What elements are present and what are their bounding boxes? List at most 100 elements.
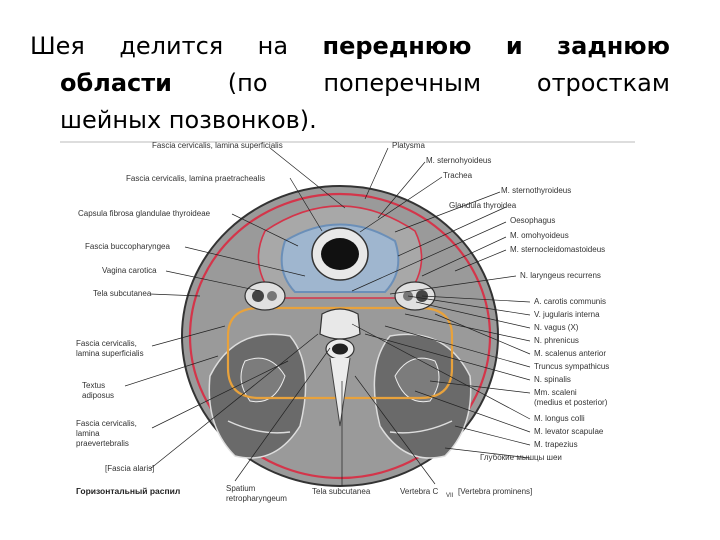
leader-line bbox=[434, 313, 531, 355]
label-right: Glandula thyroidea bbox=[449, 201, 517, 210]
leader-line bbox=[351, 221, 507, 292]
slide-heading: Шея делится на переднюю и заднюю области… bbox=[30, 28, 670, 139]
label-right: N. vagus (X) bbox=[534, 323, 579, 332]
leader-line bbox=[231, 213, 299, 247]
label-left: praevertebralis bbox=[76, 439, 129, 448]
figure-caption: Горизонтальный распил bbox=[76, 486, 180, 496]
heading-word-bold: заднюю bbox=[557, 32, 670, 60]
leader-line bbox=[149, 333, 319, 470]
label-right: Trachea bbox=[443, 171, 473, 180]
label-left: Fascia cervicalis, bbox=[76, 419, 137, 428]
label-bottom: Vertebra C bbox=[400, 487, 438, 496]
heading-word-bold: переднюю bbox=[322, 32, 472, 60]
leader-line bbox=[454, 249, 507, 272]
label-right: M. sternohyoideus bbox=[426, 156, 491, 165]
leader-line bbox=[444, 447, 531, 459]
heading-word-bold: и bbox=[505, 32, 523, 60]
heading-word: отросткам bbox=[536, 69, 670, 97]
leader-line bbox=[397, 206, 507, 257]
heading-word: на bbox=[257, 32, 289, 60]
leader-line bbox=[289, 177, 323, 232]
muscle-contour bbox=[227, 420, 291, 434]
carotid-sheath-left bbox=[244, 281, 286, 311]
label-left: Fascia cervicalis, bbox=[76, 339, 137, 348]
label-right: (medius et posterior) bbox=[534, 398, 608, 407]
superficial-fascia-outline bbox=[188, 192, 492, 480]
leader-line bbox=[151, 360, 289, 429]
leader-line bbox=[269, 147, 346, 209]
leader-line bbox=[165, 270, 261, 292]
heading-line-1: Шея делится на переднюю и заднюю bbox=[30, 28, 670, 65]
muscle-contour bbox=[389, 420, 453, 434]
leader-line bbox=[394, 191, 501, 233]
label-bottom: Tela subcutanea bbox=[312, 487, 371, 496]
leader-line bbox=[364, 147, 389, 200]
heading-word: делится bbox=[119, 32, 224, 60]
label-left: Textus bbox=[82, 381, 105, 390]
label-right: M. longus colli bbox=[534, 414, 585, 423]
neck-cross-section-svg: Fascia cervicalis, lamina superficialis … bbox=[60, 141, 635, 503]
label-right: Truncus sympathicus bbox=[534, 362, 609, 371]
label-right: M. sternocleidomastoideus bbox=[510, 245, 605, 254]
label-left: Fascia cervicalis, lamina superficialis bbox=[152, 141, 283, 150]
jugular-vein-left bbox=[267, 291, 277, 301]
heading-word: Шея bbox=[30, 32, 85, 60]
label-right: V. jugularis interna bbox=[534, 310, 600, 319]
label-left: Vagina carotica bbox=[102, 266, 157, 275]
leader-line bbox=[407, 295, 531, 316]
leader-line bbox=[421, 295, 531, 303]
carotid-sheath-right bbox=[394, 281, 436, 311]
leader-line bbox=[377, 161, 426, 219]
leader-line bbox=[359, 176, 443, 233]
heading-line-3: шейных позвонков). bbox=[60, 106, 317, 134]
leader-line bbox=[384, 325, 531, 368]
label-right: Platysma bbox=[392, 141, 425, 150]
label-right: M. omohyoideus bbox=[510, 231, 569, 240]
leader-line bbox=[149, 293, 201, 297]
label-right: N. phrenicus bbox=[534, 336, 579, 345]
label-left: Tela subcutanea bbox=[93, 289, 152, 298]
label-right: N. laryngeus recurrens bbox=[520, 271, 601, 280]
leader-line bbox=[124, 355, 219, 387]
leader-line bbox=[389, 275, 517, 295]
label-bottom: [Vertebra prominens] bbox=[458, 487, 532, 496]
label-right: N. spinalis bbox=[534, 375, 571, 384]
label-left: Fascia cervicalis, lamina praetrachealis bbox=[126, 174, 265, 183]
leader-line bbox=[184, 246, 306, 277]
label-bottom-subscript: VII bbox=[446, 493, 454, 499]
heading-line-2: области (по поперечным отросткам bbox=[30, 65, 670, 102]
label-left: lamina bbox=[76, 429, 100, 438]
label-right: A. carotis communis bbox=[534, 297, 606, 306]
label-right: M. scalenus anterior bbox=[534, 349, 606, 358]
label-left: lamina superficialis bbox=[76, 349, 144, 358]
label-bottom: Spatium bbox=[226, 484, 256, 493]
leader-line bbox=[414, 390, 531, 433]
leader-line bbox=[454, 425, 531, 446]
label-right: Глубокие мышцы шеи bbox=[480, 453, 562, 462]
neck-cross-section-figure: Fascia cervicalis, lamina superficialis … bbox=[60, 136, 670, 516]
spinal-canal bbox=[332, 343, 348, 355]
leader-line bbox=[364, 333, 531, 381]
label-left: Capsula fibrosa glandulae thyroideae bbox=[78, 209, 211, 218]
leader-line bbox=[234, 347, 331, 482]
heading-word: (по bbox=[227, 69, 268, 97]
vertebral-body bbox=[319, 308, 361, 340]
carotid-artery-left bbox=[252, 290, 264, 302]
leader-line bbox=[354, 375, 436, 485]
label-left: adiposus bbox=[82, 391, 114, 400]
label-bottom: retropharyngeum bbox=[226, 494, 287, 503]
spinous-process bbox=[329, 357, 351, 427]
heading-word-bold: области bbox=[60, 69, 172, 97]
label-right: Oesophagus bbox=[510, 216, 555, 225]
leader-line bbox=[351, 323, 531, 420]
label-right: Mm. scaleni bbox=[534, 388, 577, 397]
label-right: M. trapezius bbox=[534, 440, 578, 449]
leader-line bbox=[421, 236, 507, 277]
label-left: Fascia buccopharyngea bbox=[85, 242, 170, 251]
label-right: M. levator scapulae bbox=[534, 427, 604, 436]
leader-line bbox=[151, 325, 226, 347]
label-right: M. sternothyroideus bbox=[501, 186, 571, 195]
leader-line bbox=[429, 380, 531, 394]
leader-line bbox=[415, 301, 531, 329]
